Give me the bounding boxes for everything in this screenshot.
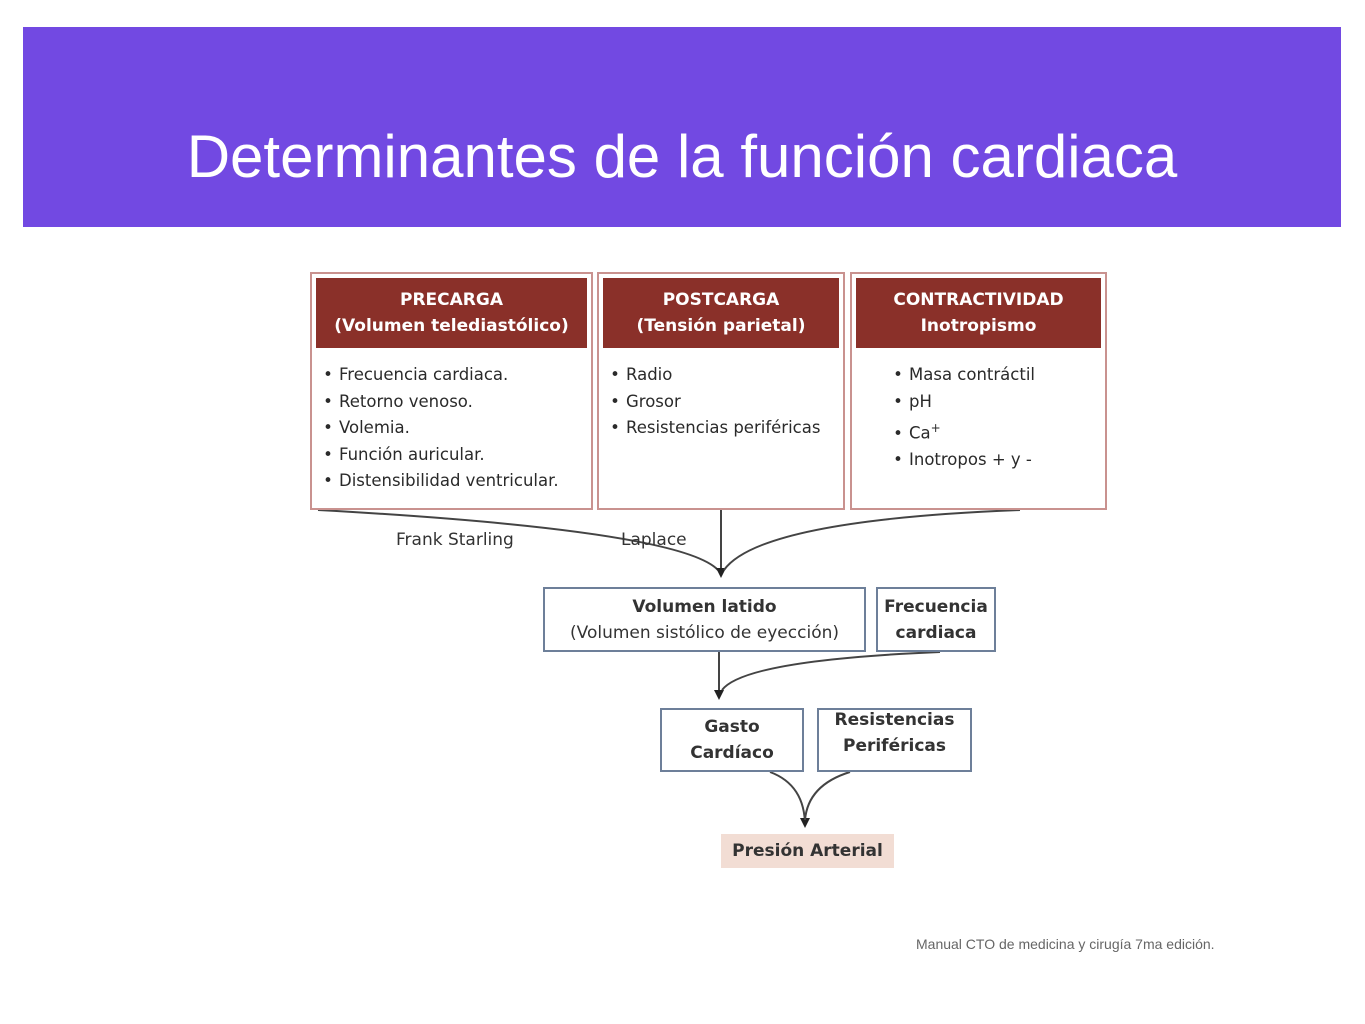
list-item: Ca+ — [890, 415, 1035, 447]
frecuencia-cardiaca-box: Frecuencia cardiaca — [876, 587, 996, 652]
frecuencia-line2: cardiaca — [895, 622, 977, 643]
connector-gasto — [769, 771, 810, 828]
title-bar: Determinantes de la función cardiaca — [23, 27, 1341, 227]
list-item: Función auricular. — [320, 442, 559, 469]
contractividad-title: CONTRACTIVIDAD — [893, 290, 1064, 310]
contractividad-subtitle: Inotropismo — [920, 316, 1037, 336]
resistencias-perifericas-box: Resistencias Periféricas — [817, 708, 972, 772]
precarga-list: Frecuencia cardiaca. Retorno venoso. Vol… — [320, 362, 559, 495]
list-item: Volemia. — [320, 415, 559, 442]
list-item: Retorno venoso. — [320, 389, 559, 416]
source-citation: Manual CTO de medicina y cirugía 7ma edi… — [916, 936, 1215, 952]
gasto-cardiaco-box: Gasto Cardíaco — [660, 708, 804, 772]
frank-starling-label: Frank Starling — [396, 530, 514, 550]
list-item: Resistencias periféricas — [607, 415, 820, 442]
gasto-line1: Gasto — [704, 717, 760, 737]
postcarga-subtitle: (Tensión parietal) — [636, 316, 806, 336]
list-item: Distensibilidad ventricular. — [320, 468, 559, 495]
contractividad-header: CONTRACTIVIDAD Inotropismo — [856, 278, 1101, 348]
list-item: Inotropos + y - — [890, 447, 1035, 474]
precarga-box: PRECARGA (Volumen telediastólico) Frecue… — [310, 272, 593, 510]
volumen-latido-title: Volumen latido — [632, 596, 777, 617]
resistencias-line1: Resistencias — [834, 710, 955, 730]
postcarga-list: Radio Grosor Resistencias periféricas — [607, 362, 820, 442]
connector-contractividad — [723, 509, 1021, 571]
volumen-latido-box: Volumen latido (Volumen sistólico de eye… — [543, 587, 866, 652]
list-item: Grosor — [607, 389, 820, 416]
laplace-label: Laplace — [621, 530, 687, 550]
connector-resistencias — [804, 771, 851, 821]
list-item: pH — [890, 389, 1035, 416]
gasto-line2: Cardíaco — [690, 743, 774, 763]
resistencias-line2: Periféricas — [842, 736, 946, 756]
contractividad-list: Masa contráctil pH Ca+ Inotropos + y - — [890, 362, 1035, 474]
slide-title: Determinantes de la función cardiaca — [186, 123, 1178, 190]
frecuencia-line1: Frecuencia — [884, 596, 988, 617]
contractividad-box: CONTRACTIVIDAD Inotropismo Masa contráct… — [850, 272, 1107, 510]
postcarga-title: POSTCARGA — [662, 290, 780, 310]
postcarga-header: POSTCARGA (Tensión parietal) — [603, 278, 839, 348]
precarga-subtitle: (Volumen telediastólico) — [334, 316, 569, 336]
postcarga-box: POSTCARGA (Tensión parietal) Radio Groso… — [597, 272, 845, 510]
list-item: Radio — [607, 362, 820, 389]
precarga-header: PRECARGA (Volumen telediastólico) — [316, 278, 587, 348]
list-item: Frecuencia cardiaca. — [320, 362, 559, 389]
list-item: Masa contráctil — [890, 362, 1035, 389]
connector-precarga — [317, 509, 719, 571]
precarga-title: PRECARGA — [400, 290, 503, 310]
volumen-latido-subtitle: (Volumen sistólico de eyección) — [570, 622, 839, 643]
presion-arterial-box: Presión Arterial — [721, 834, 894, 868]
connector-frecuencia — [721, 651, 941, 691]
